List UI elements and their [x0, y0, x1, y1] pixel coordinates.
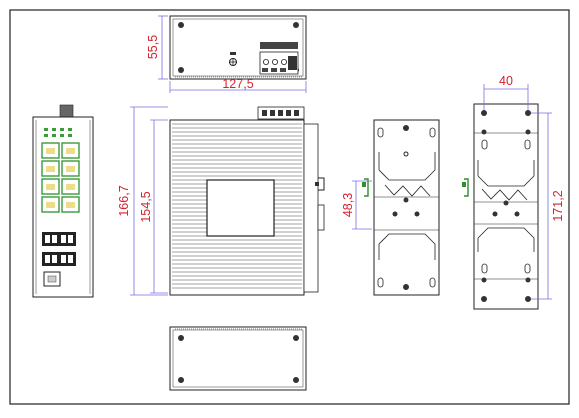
status-leds	[44, 128, 72, 137]
dimension-154-5: 154,5	[139, 119, 168, 294]
terminal-block	[259, 42, 299, 75]
top-view	[169, 15, 307, 80]
bottom-view	[169, 326, 307, 391]
din-rail-bracket	[362, 119, 440, 296]
product-label-area	[206, 179, 275, 237]
dimension-48-3: 48,3	[341, 180, 372, 230]
dimension-48-3-label: 48,3	[341, 193, 355, 217]
dimension-55-5: 55,5	[146, 15, 168, 80]
dimension-166-7: 166,7	[117, 106, 168, 296]
dimension-127-5: 127,5	[169, 77, 307, 93]
dimension-171-2: 171,2	[531, 112, 565, 300]
dimension-166-7-label: 166,7	[117, 185, 131, 216]
dimension-40-label: 40	[499, 74, 513, 88]
dimension-127-5-label: 127,5	[222, 77, 253, 91]
side-view	[169, 106, 325, 296]
sfp-ports	[42, 232, 76, 266]
dimension-40: 40	[483, 74, 529, 110]
mounting-plate	[462, 103, 539, 310]
dimension-55-5-label: 55,5	[146, 35, 160, 59]
dimension-154-5-label: 154,5	[139, 191, 153, 222]
dimension-171-2-label: 171,2	[551, 190, 565, 221]
front-view	[32, 104, 94, 298]
drawing-frame	[9, 9, 570, 405]
